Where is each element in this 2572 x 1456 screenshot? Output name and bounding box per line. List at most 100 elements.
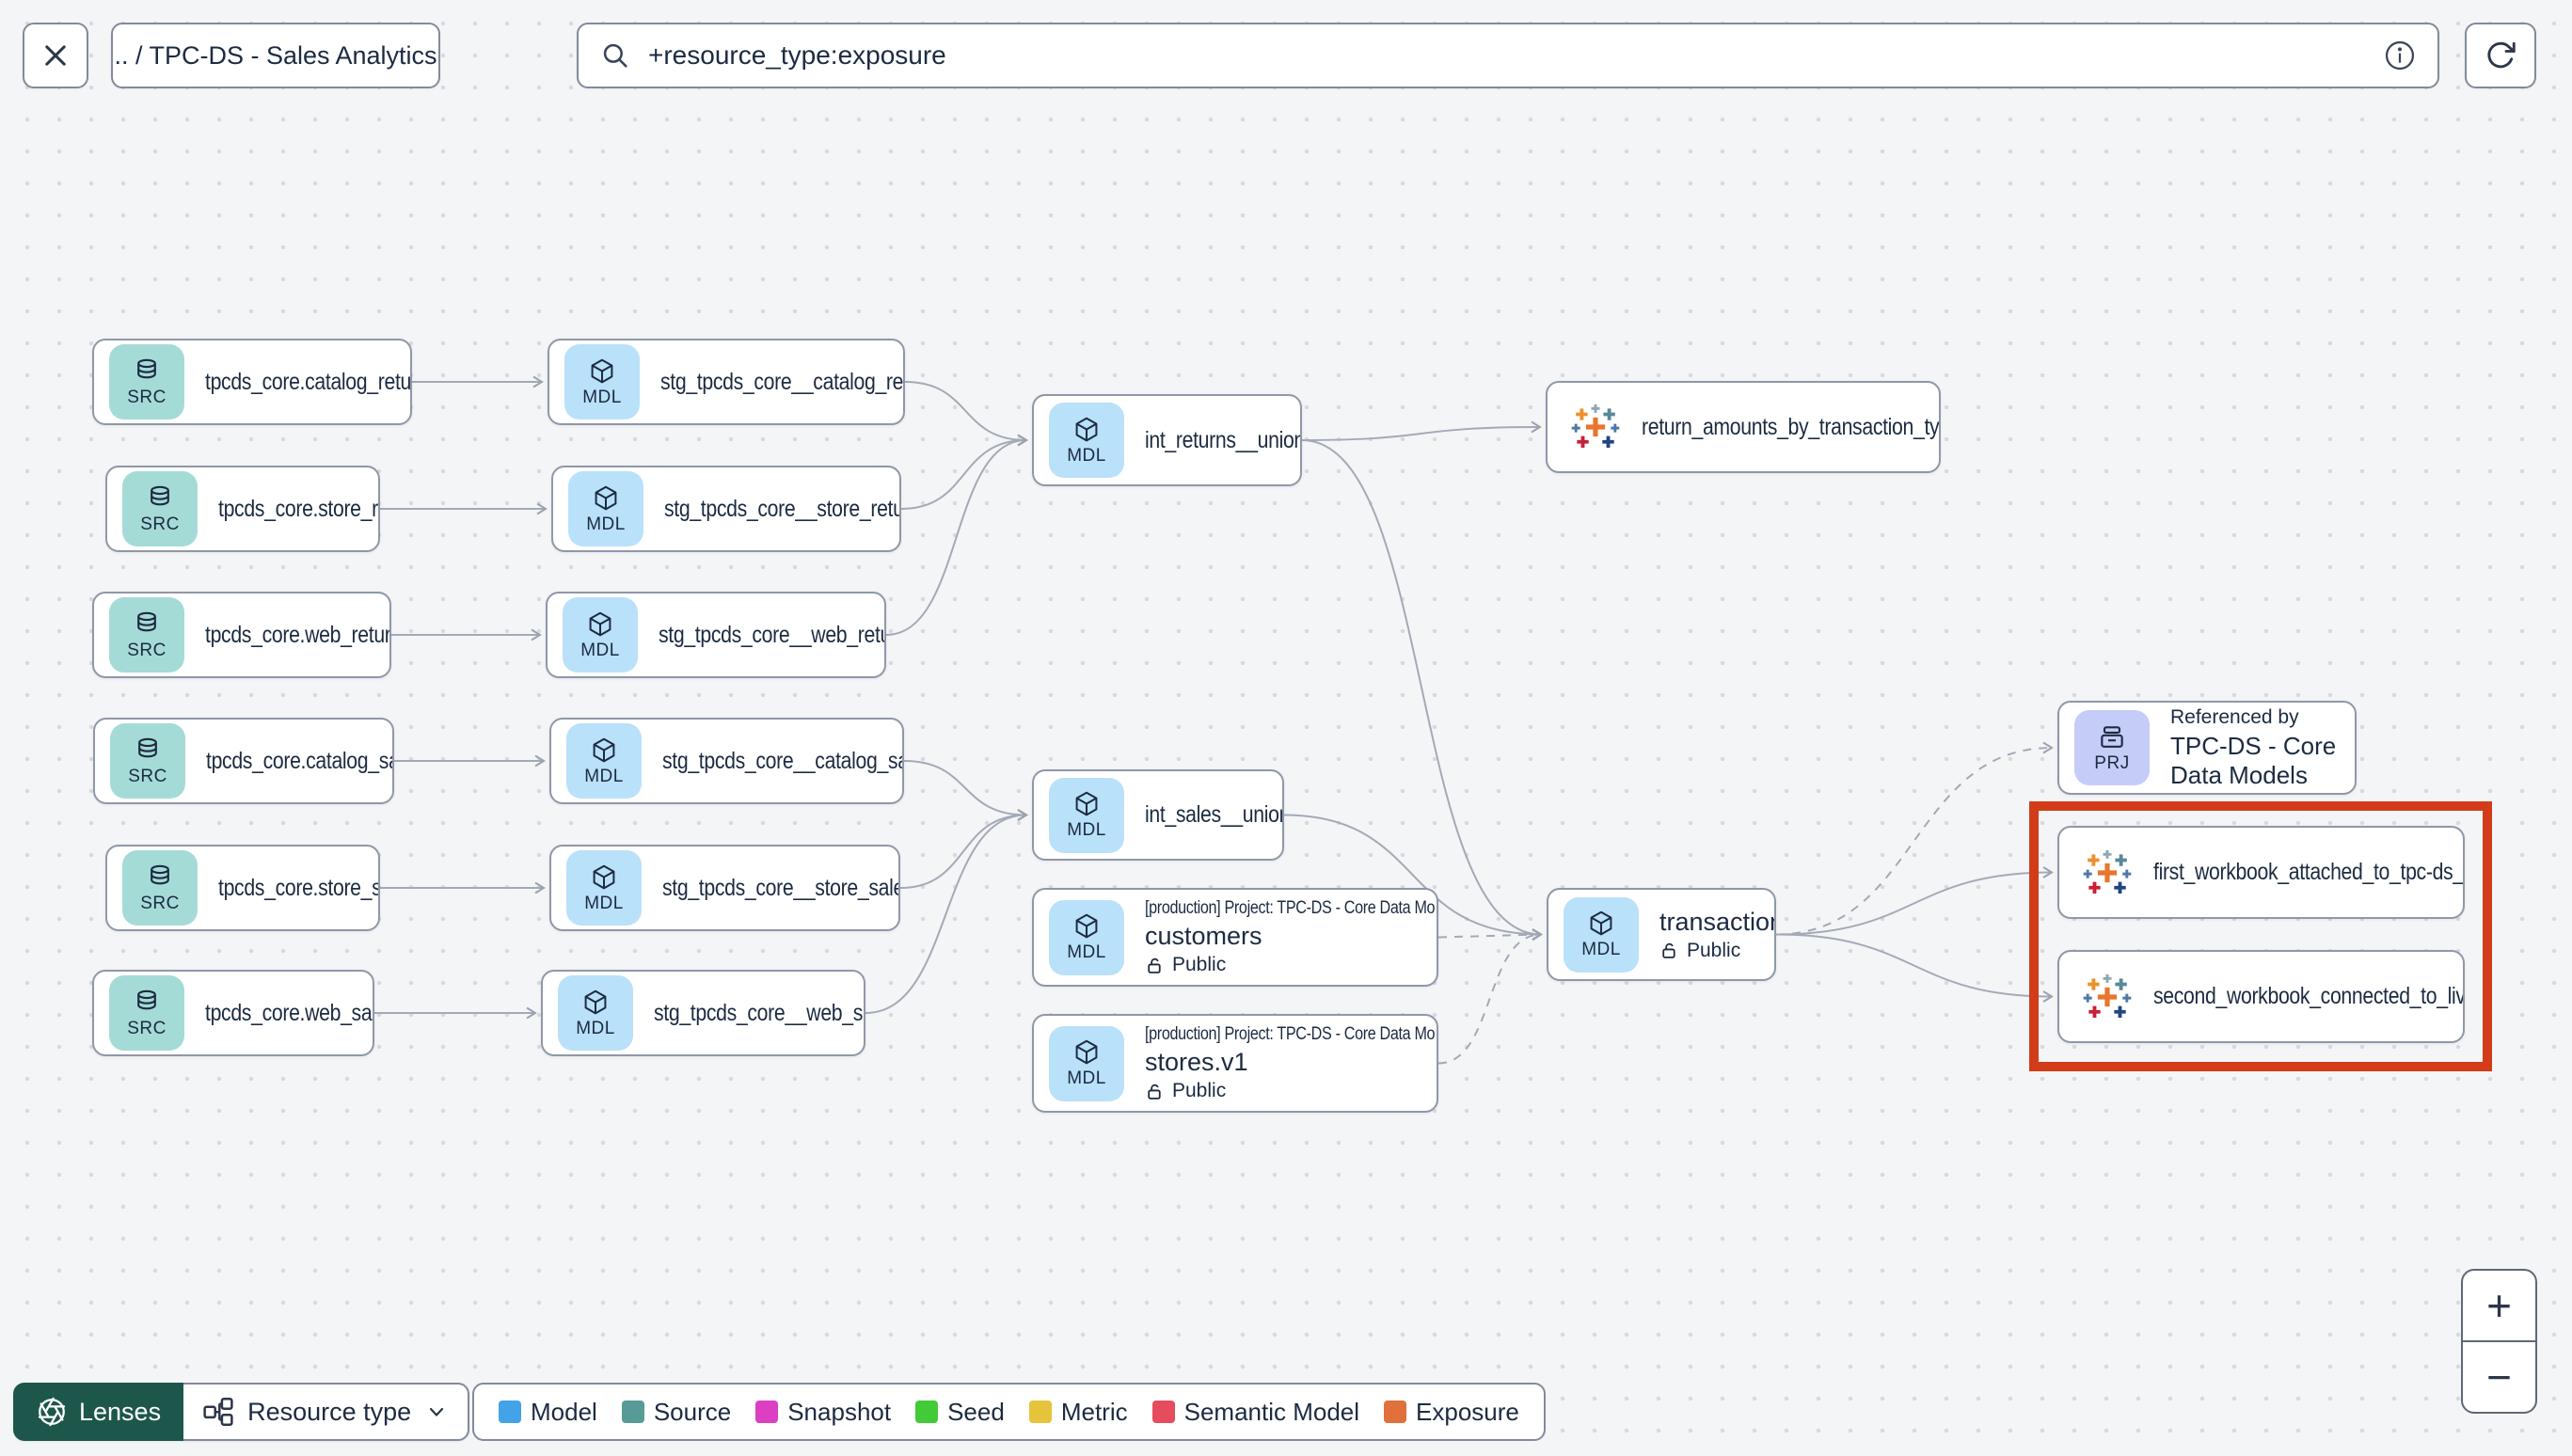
- model-cube-icon: [584, 989, 607, 1014]
- legend-label: Seed: [947, 1397, 1005, 1426]
- edge-stg_store_sales-to-int_sales: [899, 809, 1028, 889]
- close-button[interactable]: [23, 23, 88, 88]
- edge-stores_v1-to-transactions: [1437, 928, 1543, 1065]
- refresh-button[interactable]: [2465, 23, 2536, 88]
- node-label: stg_tpcds_core__store_returns: [664, 495, 899, 522]
- source-badge-label: SRC: [127, 640, 167, 660]
- edge-int_returns-to-return_amounts: [1301, 420, 1542, 441]
- node-label: return_amounts_by_transaction_type: [1642, 413, 1941, 440]
- legend-swatch: [499, 1401, 521, 1423]
- model-badge-label: MDL: [580, 640, 620, 660]
- legend-label: Snapshot: [787, 1397, 892, 1426]
- edge-stg_catalog_sales-to-int_sales: [903, 760, 1028, 821]
- source-badge-label: SRC: [140, 893, 180, 913]
- node-customers[interactable]: MDL [production] Project: TPC-DS - Core D…: [1032, 888, 1438, 987]
- public-label: Public: [1172, 954, 1227, 975]
- model-badge-label: MDL: [1067, 820, 1106, 840]
- model-cube-icon: [589, 611, 611, 636]
- node-label: stores.v1: [1145, 1048, 1248, 1076]
- legend-item-semantic-model: Semantic Model: [1151, 1398, 1359, 1427]
- node-int-sales[interactable]: MDL int_sales__unioned: [1032, 769, 1284, 861]
- info-icon[interactable]: [2383, 39, 2417, 72]
- node-label: stg_tpcds_core__catalog_sales: [662, 747, 902, 774]
- referenced-project-name: TPC-DS - Core Data Models: [2170, 731, 2337, 789]
- node-label: second_workbook_connected_to_live…: [2153, 983, 2465, 1009]
- legend-swatch: [915, 1401, 939, 1423]
- node-label: customers: [1145, 922, 1262, 950]
- node-stg-catalog-returns[interactable]: MDL stg_tpcds_core__catalog_returns: [548, 339, 905, 425]
- node-transactions[interactable]: MDLtransactionsPublic: [1547, 888, 1776, 981]
- model-badge-tile: MDL: [1049, 899, 1124, 975]
- source-badge-tile: SRC: [122, 850, 198, 926]
- model-badge-label: MDL: [584, 893, 624, 913]
- node-src-catalog-returns[interactable]: SRC tpcds_core.catalog_returns: [92, 339, 412, 425]
- zoom-in-button[interactable]: +: [2463, 1271, 2535, 1342]
- node-label: tpcds_core.store_sales: [218, 874, 378, 901]
- model-cube-icon: [1075, 913, 1098, 939]
- zoom-out-button[interactable]: −: [2486, 1353, 2512, 1401]
- breadcrumb-label: .. / TPC-DS - Sales Analytics: [114, 40, 437, 70]
- legend-item-snapshot: Snapshot: [755, 1398, 891, 1427]
- node-label: tpcds_core.web_sales: [205, 999, 373, 1026]
- edge-transactions-to-project_ref: [1775, 741, 2054, 936]
- model-cube-icon: [595, 485, 617, 510]
- node-label: stg_tpcds_core__catalog_returns: [660, 368, 904, 395]
- refresh-icon: [2487, 41, 2516, 69]
- project-icon: [2101, 725, 2123, 748]
- model-cube-icon: [1075, 417, 1098, 441]
- lenses-button[interactable]: Lenses: [13, 1383, 184, 1441]
- resource-type-label: Resource type: [247, 1397, 412, 1426]
- node-label: first_workbook_attached_to_tpc-ds_-_…: [2153, 859, 2464, 885]
- node-label: tpcds_core.catalog_returns: [205, 368, 411, 395]
- project-badge-label: PRJ: [2094, 752, 2130, 773]
- edge-stg_store_returns-to-int_returns: [900, 434, 1028, 510]
- resource-type-dropdown[interactable]: Resource type: [183, 1383, 470, 1441]
- edge-stg_web_returns-to-int_returns: [885, 434, 1028, 636]
- legend-label: Metric: [1060, 1397, 1128, 1426]
- source-badge-label: SRC: [127, 387, 167, 407]
- legend-swatch: [1151, 1401, 1175, 1423]
- node-second-workbook[interactable]: second_workbook_connected_to_live…: [2057, 950, 2465, 1043]
- node-project-prefix: [production] Project: TPC-DS - Core Data…: [1145, 898, 1438, 918]
- model-badge-tile: MDL: [1564, 896, 1639, 973]
- model-badge-label: MDL: [586, 514, 626, 534]
- source-badge-tile: SRC: [109, 597, 184, 673]
- node-first-workbook[interactable]: first_workbook_attached_to_tpc-ds_-_…: [2057, 826, 2465, 919]
- legend-item-model: Model: [499, 1398, 597, 1427]
- legend-swatch: [621, 1401, 644, 1423]
- edge-transactions-to-first_workbook: [1775, 866, 2054, 936]
- public-lock-icon: [1148, 1084, 1161, 1100]
- node-stg-web-sales[interactable]: MDL stg_tpcds_core__web_sales: [541, 970, 865, 1056]
- model-badge-label: MDL: [1067, 942, 1106, 962]
- model-badge-tile: MDL: [564, 344, 640, 419]
- search-input[interactable]: +resource_type:exposure: [648, 40, 946, 70]
- search-bar[interactable]: +resource_type:exposure: [577, 23, 2439, 88]
- model-badge-tile: MDL: [566, 723, 642, 799]
- node-stores-v1[interactable]: MDL[production] Project: TPC-DS - Core D…: [1032, 1014, 1438, 1113]
- node-stg-catalog-sales[interactable]: MDL stg_tpcds_core__catalog_sales: [549, 718, 904, 804]
- public-label: Public: [1687, 939, 1741, 961]
- model-cube-icon: [1075, 791, 1098, 816]
- edge-int_returns-to-transactions: [1301, 439, 1543, 941]
- node-label: int_sales__unioned: [1145, 801, 1282, 828]
- node-return-amounts[interactable]: return_amounts_by_transaction_type: [1546, 381, 1941, 473]
- node-label: tpcds_core.catalog_sales: [206, 747, 392, 774]
- database-icon: [137, 358, 156, 378]
- legend-item-source: Source: [621, 1398, 731, 1427]
- node-label: stg_tpcds_core__web_sales: [654, 999, 864, 1026]
- model-badge-label: MDL: [576, 1018, 615, 1038]
- breadcrumb[interactable]: .. / TPC-DS - Sales Analytics: [111, 23, 440, 88]
- node-label: tpcds_core.store_returns: [218, 495, 378, 522]
- node-src-store-sales[interactable]: SRC tpcds_core.store_sales: [105, 845, 380, 931]
- legend-item-metric: Metric: [1028, 1397, 1128, 1427]
- node-stg-store-returns[interactable]: MDL stg_tpcds_core__store_returns: [551, 466, 901, 552]
